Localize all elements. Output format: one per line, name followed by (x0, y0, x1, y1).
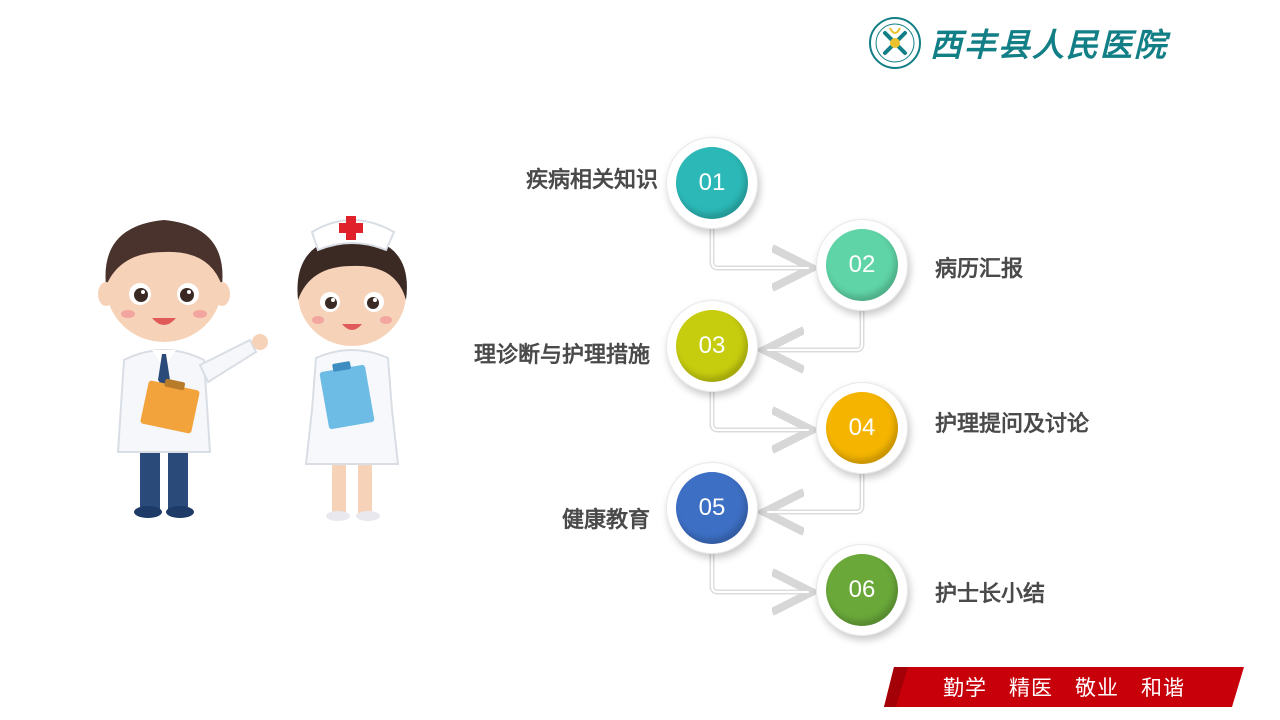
hospital-name: 西丰县人民医院 (930, 26, 1169, 64)
agenda-label: 健康教育 (561, 508, 650, 533)
agenda-item-03: 03 (666, 300, 758, 392)
number-badge: 05 (676, 472, 748, 544)
doctor-nurse-illustration (98, 216, 407, 521)
agenda-item-02: 02 (816, 219, 908, 311)
nurse-cartoon-icon (297, 216, 407, 521)
agenda-item-01: 01 (666, 137, 758, 229)
agenda-label: 护士长小结 (935, 582, 1046, 607)
agenda-label: 理诊断与护理措施 (473, 343, 650, 368)
doctor-cartoon-icon (98, 220, 268, 518)
agenda-label: 疾病相关知识 (525, 168, 658, 193)
hospital-emblem-icon (869, 17, 921, 69)
agenda-label: 护理提问及讨论 (935, 412, 1090, 437)
agenda-item-06: 06 (816, 544, 908, 636)
number-badge: 03 (676, 310, 748, 382)
motto-banner: 勤学 精医 敬业 和谐 (884, 667, 1244, 707)
number-badge: 01 (676, 147, 748, 219)
number-badge: 06 (826, 554, 898, 626)
agenda-item-05: 05 (666, 462, 758, 554)
number-badge: 04 (826, 392, 898, 464)
number-badge: 02 (826, 229, 898, 301)
agenda-label: 病历汇报 (935, 257, 1024, 282)
hospital-logo: 西丰县人民医院 (868, 16, 1168, 70)
agenda-item-04: 04 (816, 382, 908, 474)
motto-text: 勤学 精医 敬业 和谐 (943, 676, 1185, 700)
